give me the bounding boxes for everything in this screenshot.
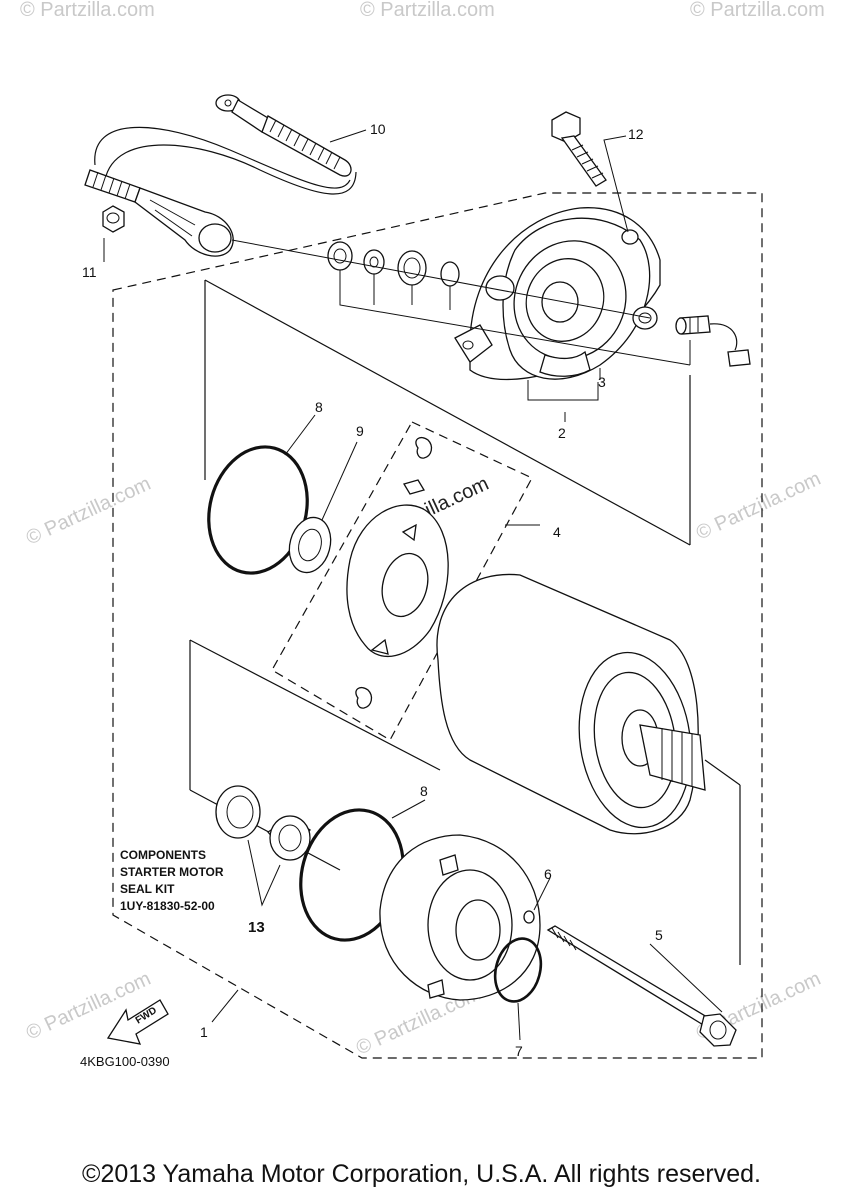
o-ring-7 <box>493 937 543 1003</box>
seal-kit-note: COMPONENTS STARTER MOTOR SEAL KIT 1UY-81… <box>120 848 224 913</box>
callout-7: 7 <box>515 1043 523 1059</box>
assembly-boundary <box>112 192 763 1059</box>
starter-yoke <box>436 573 741 835</box>
callout-5: 5 <box>655 927 663 943</box>
callout-12: 12 <box>628 126 644 142</box>
callout-numbers: 10 12 11 3 2 8 9 4 8 6 5 7 1 13 <box>82 121 663 1059</box>
lead-wire <box>84 94 357 257</box>
copyright-footer: ©2013 Yamaha Motor Corporation, U.S.A. A… <box>82 1160 761 1188</box>
callout-13: 13 <box>248 919 265 936</box>
rear-cover <box>379 834 541 1001</box>
seal-kit-line-2: STARTER MOTOR <box>120 865 224 879</box>
bolt-icon-12 <box>551 111 607 187</box>
front-cover-upper <box>454 207 661 381</box>
callout-3: 3 <box>598 374 606 390</box>
watermark: © Partzilla.com <box>693 468 824 545</box>
callout-11: 11 <box>82 264 97 280</box>
lower-section-outline <box>189 639 741 965</box>
callout-9: 9 <box>356 423 364 439</box>
callout-8-lower: 8 <box>420 783 428 799</box>
upper-section-outline <box>204 279 691 546</box>
callout-6: 6 <box>544 866 552 882</box>
brush-holder-set <box>346 436 449 709</box>
washer-icon <box>288 516 332 574</box>
upper-axis-line <box>231 239 651 319</box>
terminal-bolt-icon <box>675 315 751 367</box>
watermark: © Partzilla.com <box>360 0 495 21</box>
watermark: © Partzilla.com <box>690 0 825 21</box>
callout-10: 10 <box>370 121 386 137</box>
nut-icon <box>102 205 125 233</box>
upper-small-parts <box>327 241 460 287</box>
upper-bracket-lines <box>339 270 691 401</box>
brush-holder-boundary <box>271 421 533 741</box>
callout-8-upper: 8 <box>315 399 323 415</box>
callout-1: 1 <box>200 1024 208 1040</box>
callout-2: 2 <box>558 425 566 441</box>
callout-4: 4 <box>553 524 561 540</box>
seal-kit-part-number: 1UY-81830-52-00 <box>120 899 215 913</box>
seal-kit-line-3: SEAL KIT <box>120 882 175 896</box>
fwd-arrow-icon: FWD <box>106 999 169 1045</box>
seal-kit-line-1: COMPONENTS <box>120 848 206 862</box>
oil-seal-icon <box>215 785 261 839</box>
callout-leaders <box>103 129 723 1041</box>
watermark: © Partzilla.com <box>23 473 154 550</box>
watermark: © Partzilla.com <box>20 0 155 21</box>
callout-13-leader <box>247 839 281 907</box>
needle-bearing-icon <box>267 815 311 861</box>
diagram-code: 4KBG100-0390 <box>80 1054 170 1069</box>
small-o-ring-icon <box>523 910 535 924</box>
through-bolt-icon <box>546 925 737 1047</box>
